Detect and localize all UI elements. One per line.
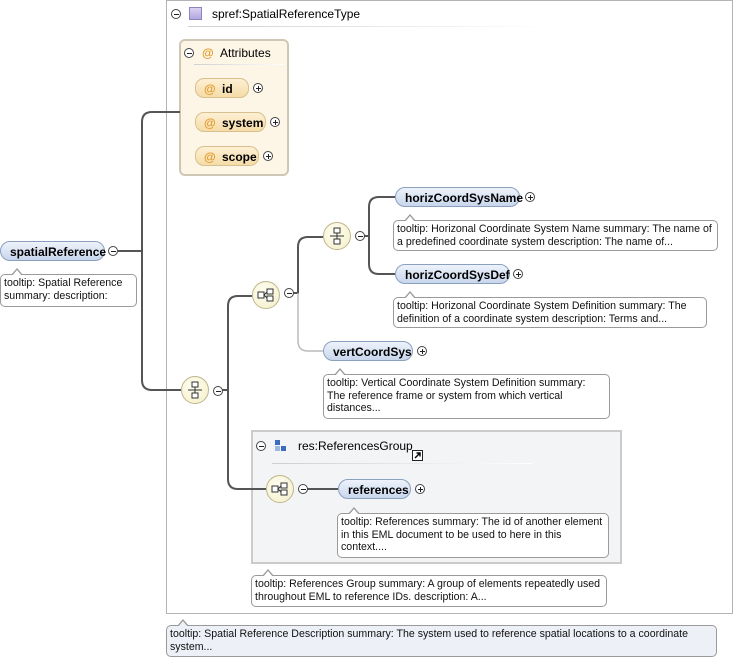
sequence-icon	[330, 227, 344, 245]
spatial-reference-tooltip: tooltip: Spatial Reference summary: desc…	[0, 268, 137, 307]
group-title: res:ReferencesGroup	[298, 439, 413, 453]
spatial-reference-element[interactable]: spatialReference	[0, 241, 106, 261]
choice-icon	[271, 482, 288, 496]
horiz-sequence-compositor[interactable]	[323, 222, 351, 250]
attribute-scope-label: scope	[222, 150, 257, 164]
external-link-icon[interactable]	[412, 450, 423, 461]
choice-collapse-icon[interactable]	[284, 288, 294, 298]
attribute-id[interactable]: @ id	[195, 78, 249, 98]
attribute-system-expand-icon[interactable]	[270, 117, 280, 127]
attribute-at-icon: @	[204, 82, 216, 96]
vert-coord-sys-tooltip: tooltip: Vertical Coordinate System Defi…	[323, 368, 610, 419]
group-icon	[275, 440, 287, 452]
references-tooltip: tooltip: References summary: The id of a…	[337, 507, 609, 558]
group-separator	[272, 463, 532, 464]
attributes-separator	[194, 64, 284, 65]
references-expand-icon[interactable]	[415, 484, 425, 494]
horiz-coord-sys-name-tooltip: tooltip: Horizonal Coordinate System Nam…	[393, 214, 718, 251]
attribute-system[interactable]: @ system	[195, 112, 266, 132]
horiz-coord-sys-def-expand-icon[interactable]	[513, 269, 523, 279]
horiz-coord-sys-name-element[interactable]: horizCoordSysName	[395, 187, 523, 207]
references-group-tooltip: tooltip: References Group summary: A gro…	[251, 569, 607, 607]
horiz-sequence-collapse-icon[interactable]	[355, 231, 365, 241]
attributes-title: Attributes	[220, 46, 271, 60]
attribute-id-label: id	[222, 82, 233, 96]
spatial-reference-type-tooltip: tooltip: Spatial Reference Description s…	[166, 619, 717, 657]
type-title: spref:SpatialReferenceType	[212, 7, 361, 21]
attribute-system-label: system	[222, 116, 264, 130]
attribute-scope[interactable]: @ scope	[195, 146, 259, 166]
references-element[interactable]: references	[338, 479, 411, 499]
attributes-at-icon: @	[202, 46, 214, 60]
attribute-at-icon: @	[204, 116, 216, 130]
choice-compositor[interactable]	[252, 281, 280, 309]
vert-coord-sys-element[interactable]: vertCoordSys	[323, 341, 413, 361]
references-choice-compositor[interactable]	[266, 475, 294, 503]
attribute-id-expand-icon[interactable]	[253, 83, 263, 93]
attributes-collapse-icon[interactable]	[184, 48, 194, 58]
complex-type-icon	[189, 7, 202, 20]
sequence-icon	[188, 381, 202, 399]
attribute-scope-expand-icon[interactable]	[263, 151, 273, 161]
horiz-coord-sys-def-tooltip: tooltip: Horizonal Coordinate System Def…	[393, 291, 707, 328]
references-choice-collapse-icon[interactable]	[298, 484, 308, 494]
sequence-collapse-icon[interactable]	[213, 386, 223, 396]
group-collapse-icon[interactable]	[256, 441, 266, 451]
attribute-at-icon: @	[204, 150, 216, 164]
horiz-coord-sys-name-expand-icon[interactable]	[525, 192, 535, 202]
horiz-coord-sys-def-element[interactable]: horizCoordSysDef	[395, 264, 510, 284]
sequence-compositor[interactable]	[181, 376, 209, 404]
choice-icon	[257, 288, 274, 302]
type-collapse-icon[interactable]	[171, 9, 181, 19]
root-collapse-icon[interactable]	[108, 246, 118, 256]
type-header-separator	[188, 26, 548, 27]
vert-coord-sys-expand-icon[interactable]	[417, 346, 427, 356]
